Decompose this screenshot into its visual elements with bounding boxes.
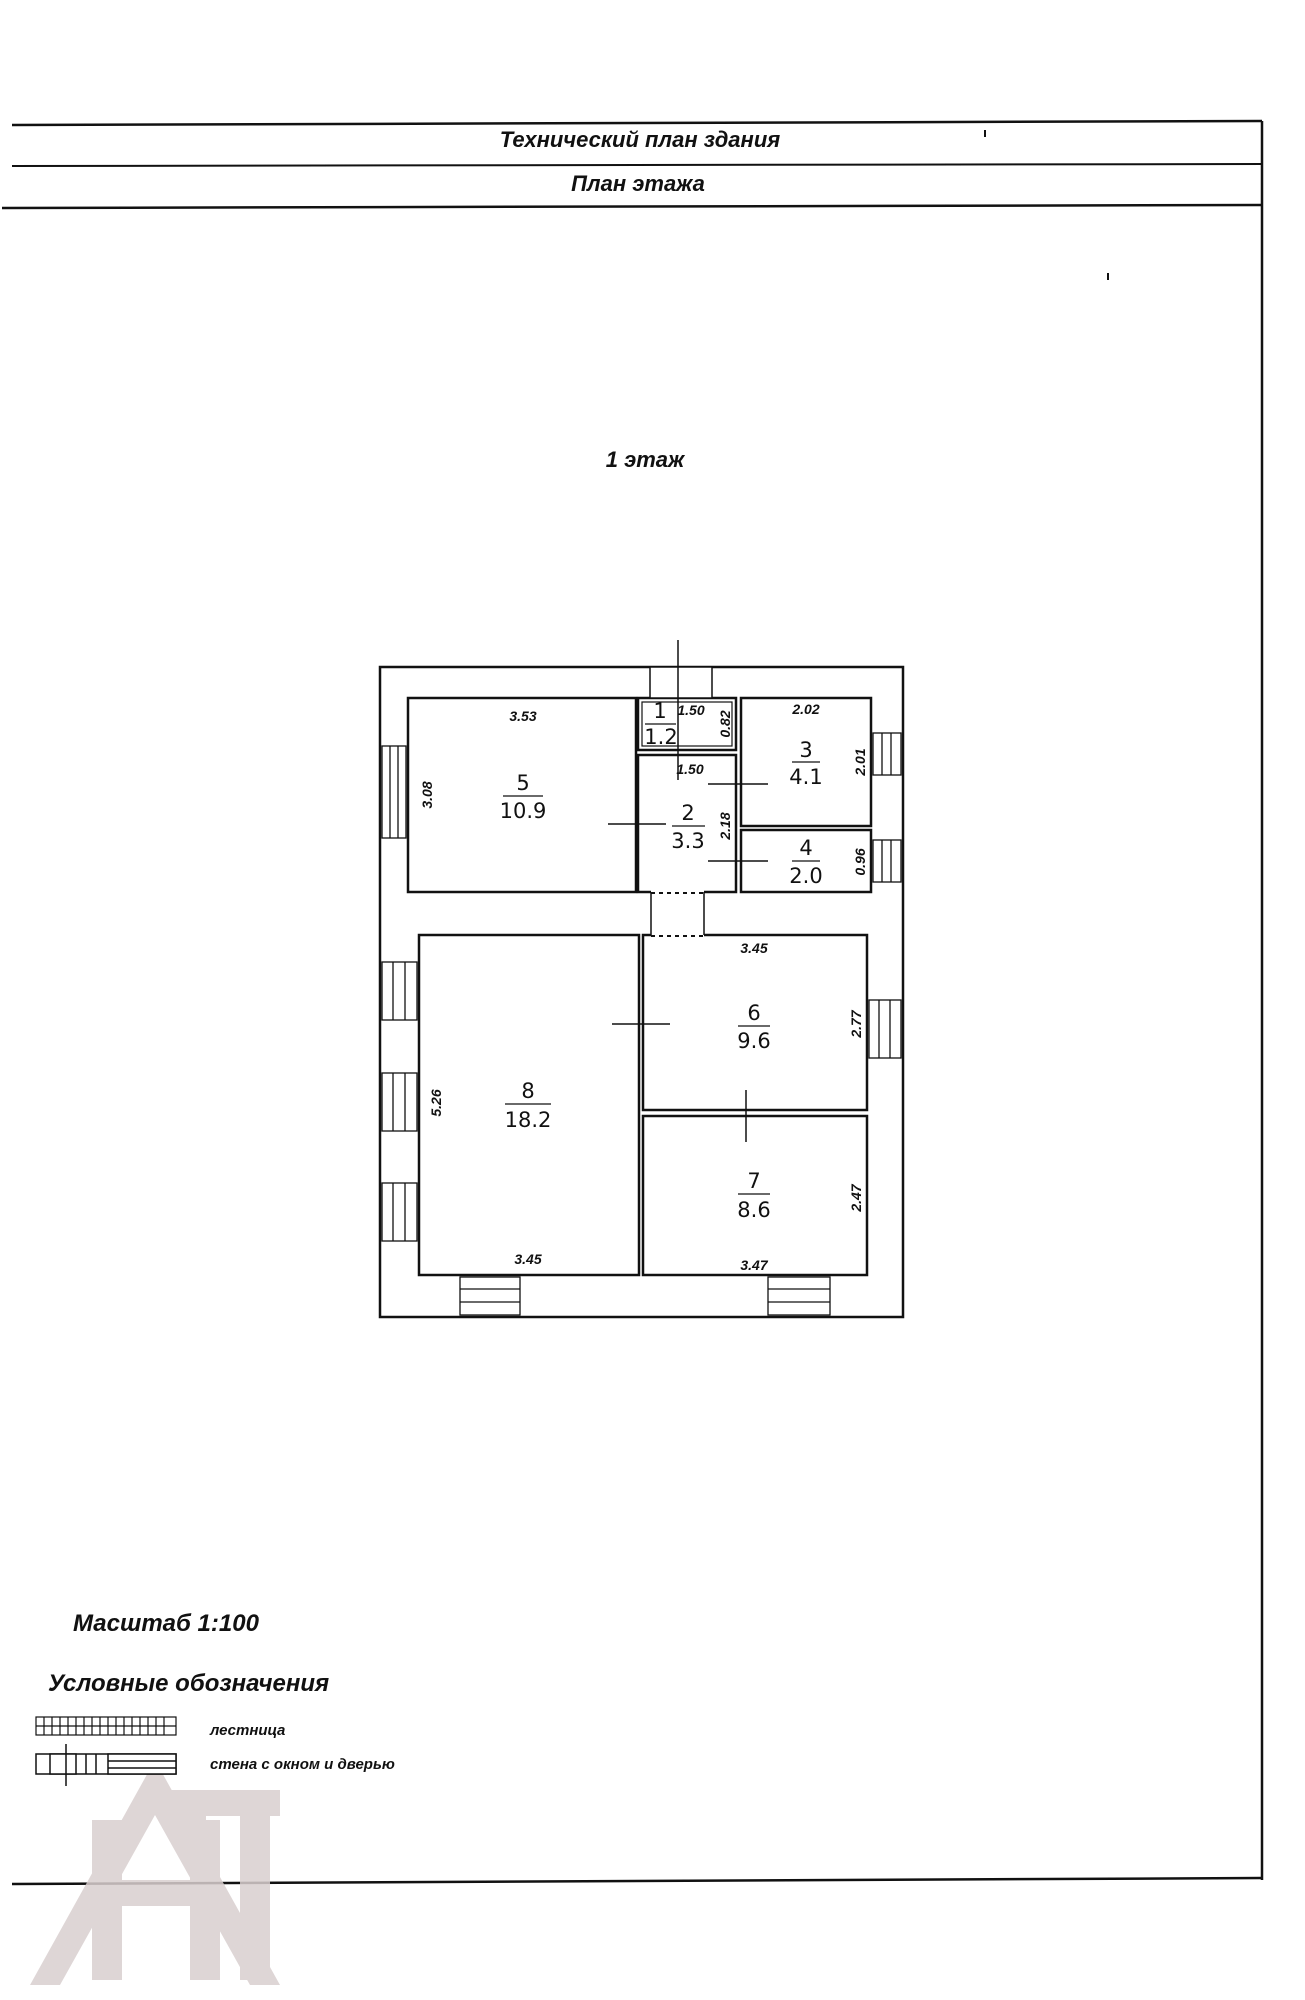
room-1-number: 1 — [653, 699, 666, 723]
room-8-width: 3.45 — [514, 1251, 541, 1267]
room-7-outline — [641, 1114, 869, 1277]
room-8-area: 18.2 — [505, 1108, 552, 1132]
door-marks — [608, 783, 768, 1142]
room-1-area: 1.2 — [644, 725, 677, 749]
dimension-labels: 3.53 1.50 1.50 2.02 3.45 3.45 3.47 3.08 … — [419, 701, 868, 1273]
room-labels: 1 1.2 2 3.3 3 4.1 4 2.0 5 10.9 6 9.6 7 8… — [500, 699, 823, 1222]
room-7-number: 7 — [747, 1169, 760, 1193]
room-4-area: 2.0 — [789, 864, 822, 888]
room-7-area: 8.6 — [737, 1198, 770, 1222]
room-6-number: 6 — [747, 1001, 760, 1025]
room-3-height: 2.01 — [852, 748, 868, 776]
legend-wall-label: стена с окном и дверью — [210, 1756, 395, 1773]
header-title: Технический план здания — [500, 127, 780, 152]
scale-label: Масштаб 1:100 — [73, 1610, 260, 1637]
corridor-gap — [651, 889, 704, 939]
room-8-height: 5.26 — [428, 1089, 444, 1116]
room-4-number: 4 — [799, 836, 812, 860]
room-5-number: 5 — [516, 771, 529, 795]
room-5-width: 3.53 — [509, 708, 536, 724]
room-7-height: 2.47 — [848, 1183, 864, 1212]
header-subtitle: План этажа — [571, 171, 705, 196]
room-2-area: 3.3 — [671, 829, 704, 853]
room-2-number: 2 — [681, 801, 694, 825]
room-3-outline — [739, 696, 873, 828]
room-8-outline — [417, 933, 641, 1277]
watermark-logo: АП — [30, 1760, 280, 1985]
legend-title: Условные обозначения — [48, 1670, 329, 1697]
room-4-height: 0.96 — [852, 848, 868, 875]
room-3-number: 3 — [799, 738, 812, 762]
room-2-height: 2.18 — [717, 812, 733, 840]
room-5-outline — [406, 696, 638, 894]
wall-window-door-icon — [35, 1744, 177, 1786]
room-5-area: 10.9 — [500, 799, 547, 823]
room-6-outline — [641, 933, 869, 1112]
entrance-opening — [649, 666, 713, 699]
outer-wall-outline — [378, 665, 905, 1319]
room-1-inner-outline — [641, 701, 733, 747]
room-3-width: 2.02 — [791, 701, 819, 717]
room-1-width: 1.50 — [677, 702, 704, 718]
room-5-height: 3.08 — [419, 781, 435, 808]
windows — [381, 732, 902, 1316]
floor-label: 1 этаж — [606, 447, 686, 472]
stairs-icon — [35, 1716, 177, 1736]
room-6-width: 3.45 — [740, 940, 767, 956]
floor-plan: 1 1.2 2 3.3 3 4.1 4 2.0 5 10.9 6 9.6 7 8… — [378, 640, 905, 1319]
room-2-width: 1.50 — [676, 761, 703, 777]
legend-stairs-label: лестница — [209, 1722, 285, 1739]
room-3-area: 4.1 — [789, 765, 822, 789]
room-6-height: 2.77 — [848, 1009, 864, 1038]
room-7-width: 3.47 — [740, 1257, 768, 1273]
room-6-area: 9.6 — [737, 1029, 770, 1053]
room-8-number: 8 — [521, 1079, 534, 1103]
room-1-height: 0.82 — [717, 710, 733, 737]
